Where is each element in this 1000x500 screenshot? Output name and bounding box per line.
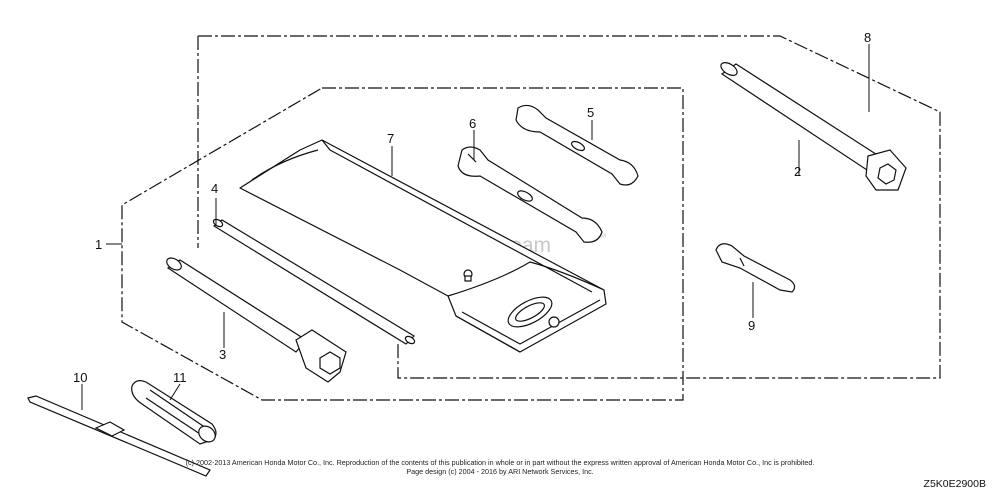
inner-group-frame: [121, 87, 684, 401]
callout-8[interactable]: 8: [864, 30, 871, 45]
screwdriver-blade-part-10: [27, 395, 211, 477]
leader-lines: [81, 44, 870, 410]
callout-4[interactable]: 4: [211, 181, 218, 196]
rod-part-4: [212, 218, 416, 345]
callout-3[interactable]: 3: [219, 347, 226, 362]
callout-9[interactable]: 9: [748, 318, 755, 333]
copyright-line: (c) 2002-2013 American Honda Motor Co., …: [185, 458, 815, 467]
watermark-tm: TM: [596, 233, 606, 240]
callout-6[interactable]: 6: [469, 116, 476, 131]
callout-10[interactable]: 10: [73, 370, 87, 385]
drawing-code: Z5K0E2900B: [923, 478, 986, 490]
outer-group-frame: [198, 35, 941, 379]
spark-plug-wrench-part-2: [720, 62, 907, 191]
plate-part-9: [715, 243, 796, 293]
callout-5[interactable]: 5: [587, 105, 594, 120]
tool-bag-part-7: [239, 139, 607, 353]
screwdriver-handle-part-11: [131, 380, 217, 445]
callout-11[interactable]: 11: [173, 370, 187, 385]
page-design-credit: Page design (c) 2004 - 2016 by ARI Netwo…: [406, 467, 594, 476]
open-wrench-part-5: [515, 104, 639, 186]
callout-1[interactable]: 1: [95, 237, 102, 252]
open-wrench-part-6: [457, 146, 603, 243]
callout-7[interactable]: 7: [387, 131, 394, 146]
box-wrench-part-3: [166, 257, 347, 383]
callout-2[interactable]: 2: [794, 164, 801, 179]
